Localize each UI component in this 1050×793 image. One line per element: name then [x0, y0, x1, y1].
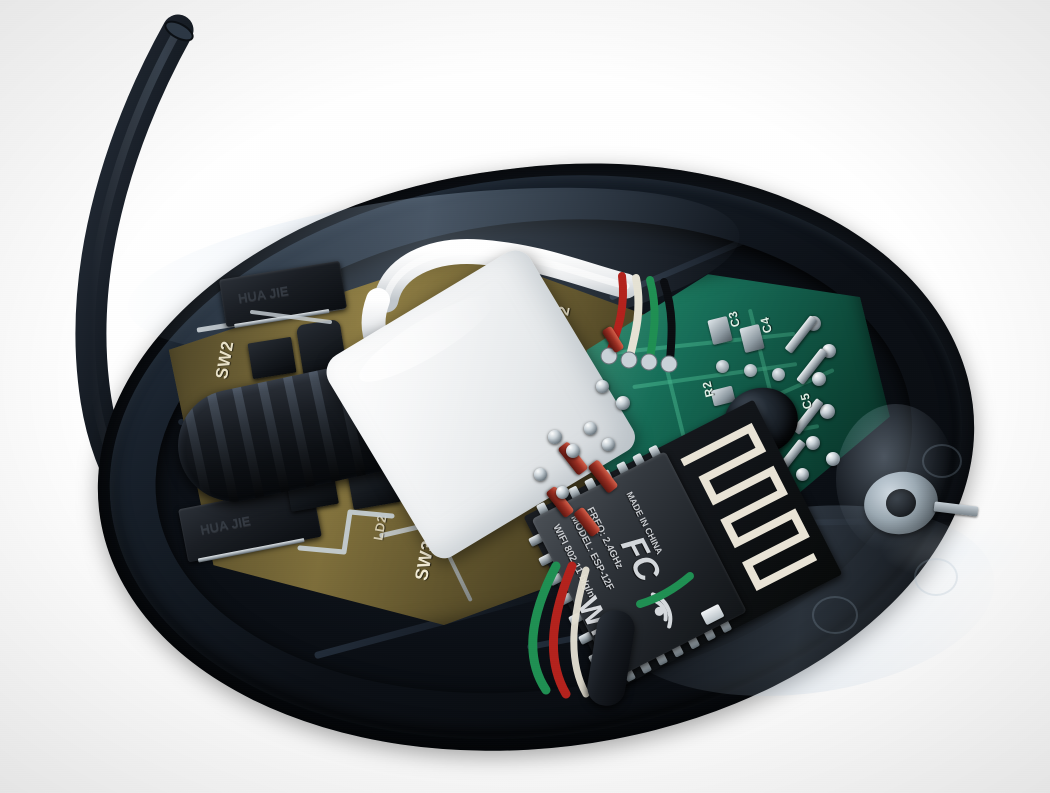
switch-body-marking: HUA JIE — [236, 283, 290, 306]
shell-highlight — [880, 520, 1030, 580]
solder-joint — [584, 422, 597, 435]
tact-switch — [247, 336, 297, 380]
solder-joint — [820, 404, 835, 419]
solder-joint — [548, 430, 562, 444]
solder-joint — [534, 468, 547, 481]
shell-ring-mark — [922, 444, 962, 478]
solder-joint — [616, 396, 630, 410]
via-hole — [744, 364, 757, 377]
solder-joint — [806, 436, 820, 450]
solder-joint — [556, 486, 569, 499]
solder-joint — [796, 468, 809, 481]
solder-joint — [602, 438, 615, 451]
via-hole — [716, 360, 729, 373]
via-hole — [772, 368, 785, 381]
shell-highlight — [836, 404, 956, 554]
shell-ring-mark — [812, 596, 858, 634]
solder-joint — [566, 444, 580, 458]
shell-ring-mark — [914, 558, 958, 596]
solder-joint — [812, 372, 826, 386]
solder-joint — [826, 452, 840, 466]
solder-joint — [596, 380, 609, 393]
switch-body-marking: HUA JIE — [199, 513, 252, 538]
pcb-antenna-icon — [680, 422, 818, 591]
